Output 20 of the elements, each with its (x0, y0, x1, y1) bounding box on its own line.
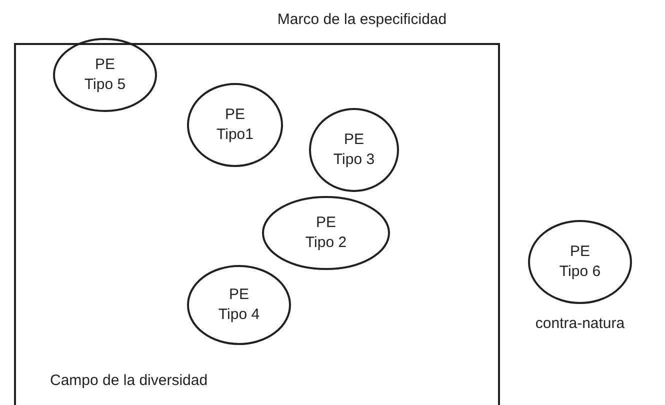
region-label: Campo de la diversidad (50, 372, 208, 389)
node-label: Tipo 3 (333, 150, 375, 170)
node-label: Tipo1 (216, 125, 254, 145)
ellipse-node (53, 38, 157, 112)
frame-title: Marco de la especificidad (276, 11, 448, 28)
node-label: PE (228, 285, 249, 305)
ellipse-node (187, 265, 291, 345)
node-label: Tipo 4 (218, 305, 260, 325)
ellipse-node (309, 108, 399, 192)
ellipse-node (262, 196, 390, 270)
node-label: PE (344, 130, 364, 150)
node-label: Tipo 6 (559, 262, 601, 282)
node-label: Tipo 5 (84, 75, 126, 95)
node-caption: contra-natura (535, 314, 625, 334)
node-label: PE (316, 213, 336, 233)
node-label: PE (570, 242, 590, 262)
node-label: Tipo 2 (305, 233, 347, 253)
node-label: PE (224, 105, 245, 125)
node-label: PE (94, 55, 115, 75)
ellipse-node (187, 83, 283, 167)
